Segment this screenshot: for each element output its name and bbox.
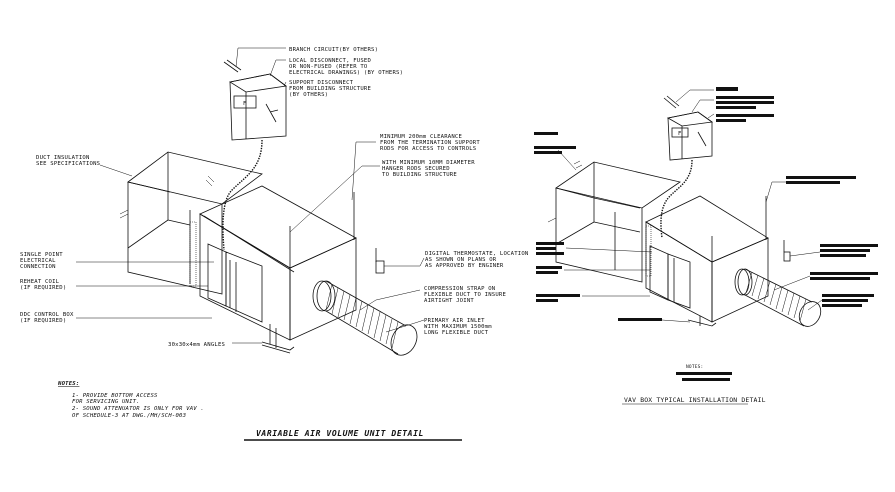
r-leader-clearance <box>765 181 786 203</box>
label-single-point-1: SINGLE POINT <box>20 252 63 258</box>
disconnect-switch: F <box>228 73 288 141</box>
notes-line-2: FOR SERVICING UNIT. <box>72 399 140 405</box>
label-thermostat-3: AS APPROVED BY ENGINER <box>425 263 504 269</box>
flexible-duct <box>312 280 418 356</box>
label-support-1: SUPPORT DISCONNECT <box>289 80 354 86</box>
leader-inlet <box>385 319 425 333</box>
r-disconnect-letter: F <box>678 131 682 137</box>
label-clearance-3: RODS FOR ACCESS TO CONTROLS <box>380 146 476 152</box>
label-angles: 30x30x4mm ANGLES <box>168 342 225 348</box>
flex-conduit <box>222 139 263 251</box>
r-leader-support <box>707 113 715 119</box>
label-thermostat-1: DIGITAL THERMOSTATE, LOCATION <box>425 251 528 257</box>
label-support-3: (BY OTHERS) <box>289 92 328 98</box>
support-angles <box>261 341 295 354</box>
label-local-disconnect-2: OR NON-FUSED (REFER TO <box>289 64 368 70</box>
leader-local <box>269 59 286 77</box>
label-strap-3: AIRTIGHT JOINT <box>424 298 474 304</box>
r-leader-inlet <box>807 299 823 311</box>
label-strap-2: FLEXIBLE DUCT TO INSURE <box>424 292 506 298</box>
sound-attenuator <box>189 221 197 287</box>
left-notes: NOTES: 1- PROVIDE BOTTOM ACCESS FOR SERV… <box>57 381 204 419</box>
hanger-rods <box>269 192 355 348</box>
label-local-disconnect-3: ELECTRICAL DRAWINGS) (BY OTHERS) <box>289 70 403 76</box>
r-leader-thermostat <box>789 251 821 257</box>
r-leader-single-point <box>565 247 653 253</box>
leader-hanger <box>289 165 380 233</box>
r-vav-box <box>645 195 769 323</box>
leader-clearance <box>351 141 376 201</box>
r-disconnect-switch: F <box>666 111 714 161</box>
label-clearance-2: FROM THE TERMINATION SUPPORT <box>380 140 480 146</box>
ddc-control-box <box>207 243 263 323</box>
supply-duct <box>119 151 263 295</box>
thermostat <box>375 248 425 274</box>
label-inlet-1: PRIMARY AIR INLET <box>424 318 485 324</box>
r-thermostat <box>783 240 791 262</box>
r-notes-heading: NOTES: <box>686 364 703 370</box>
label-thermostat-2: AS SHOWN ON PLANS OR <box>425 257 497 263</box>
notes-heading: NOTES: <box>57 381 79 387</box>
label-hanger-2: HANGER RODS SECURED <box>382 166 450 172</box>
leader-duct-ins <box>99 164 133 177</box>
label-strap-1: COMPRESSION STRAP ON <box>424 286 495 292</box>
branch-conduit <box>223 59 242 73</box>
r-annotation-bars <box>534 87 878 381</box>
r-leader-duct-ins <box>557 149 577 171</box>
r-supply-duct <box>547 160 681 283</box>
notes-line-3: 2- SOUND ATTENUATOR IS ONLY FOR VAV . <box>72 406 204 412</box>
label-hanger-3: TO BUILDING STRUCTURE <box>382 172 457 178</box>
r-leader-branch <box>675 89 714 103</box>
label-ddc-1: DDC CONTROL BOX <box>20 312 74 318</box>
label-duct-ins-1: DUCT INSULATION <box>36 155 90 161</box>
label-inlet-3: LONG FLEXIBLE DUCT <box>424 330 489 336</box>
r-flexible-duct <box>734 268 822 327</box>
left-detail: F <box>20 47 528 441</box>
label-inlet-2: WITH MAXIMUM 1500mm <box>424 324 492 330</box>
notes-line-1: 1- PROVIDE BOTTOM ACCESS <box>72 393 158 399</box>
right-title: VAV BOX TYPICAL INSTALLATION DETAIL <box>624 396 766 404</box>
r-leader-angles <box>661 319 691 323</box>
label-branch-circuit: BRANCH CIRCUIT(BY OTHERS) <box>289 47 378 53</box>
label-duct-ins-2: SEE SPECIFICATIONS <box>36 161 100 167</box>
notes-line-4: OF SCHEDULE-3 AT DWG./MH/SCH-003 <box>72 413 187 419</box>
left-labels: BRANCH CIRCUIT(BY OTHERS) LOCAL DISCONNE… <box>20 47 528 348</box>
right-detail: F <box>534 87 878 405</box>
vav-box <box>199 185 357 341</box>
left-title: VARIABLE AIR VOLUME UNIT DETAIL <box>256 429 424 438</box>
leader-strap <box>359 289 421 311</box>
r-ddc-control-box <box>649 245 691 309</box>
label-hanger-1: WITH MINIMUM 10MM DIAMETER <box>382 160 475 166</box>
label-single-point-3: CONNECTION <box>20 264 56 270</box>
r-hanger-rods <box>699 196 767 326</box>
label-local-disconnect-1: LOCAL DISCONNECT, FUSED <box>289 58 371 64</box>
r-leader-strap <box>773 275 811 291</box>
label-support-2: FROM BUILDING STRUCTURE <box>289 86 371 92</box>
leader-branch <box>235 47 286 68</box>
label-reheat-1: REHEAT COIL <box>20 279 60 285</box>
r-leader-local <box>691 99 714 113</box>
leader-support <box>283 81 287 87</box>
label-ddc-2: (IF REQUIRED) <box>20 318 66 324</box>
label-single-point-2: ELECTRICAL <box>20 258 56 264</box>
r-branch-conduit <box>663 95 680 109</box>
label-reheat-2: (IF REQUIRED) <box>20 285 66 291</box>
r-support-angles <box>687 319 717 327</box>
label-clearance-1: MINIMUM 200mm CLEARANCE <box>380 134 462 140</box>
r-flex-conduit <box>660 159 693 239</box>
disconnect-letter: F <box>243 101 247 107</box>
